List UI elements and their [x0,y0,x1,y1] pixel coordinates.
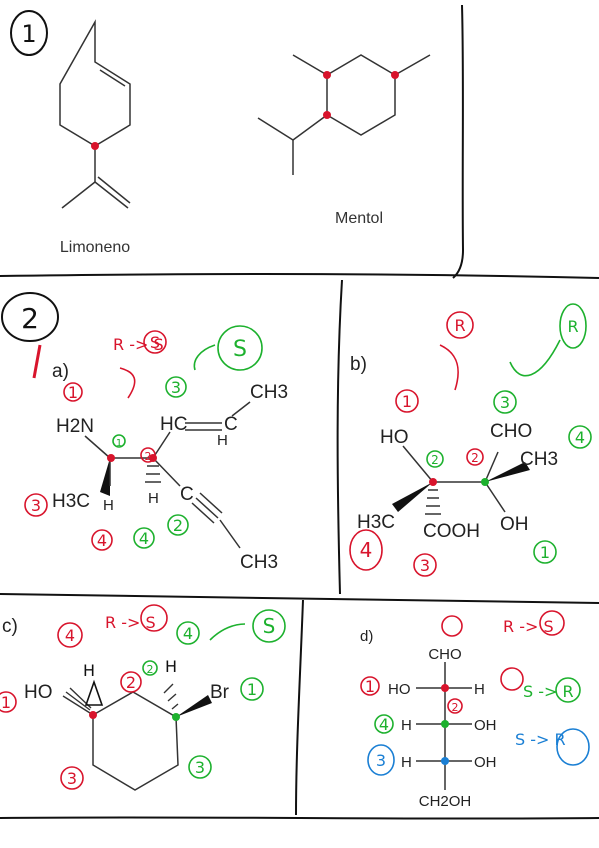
atom-hc: HC [160,414,187,435]
atom-c-h1: H [83,661,95,680]
atom-c-h2: H [165,657,177,676]
note-c-g2: 2 [147,663,154,676]
note-d-s-to-r-blue: S -> R [515,730,566,749]
panel-b-center-2 [481,478,489,486]
atom-d-ho: HO [388,681,411,698]
note-a-g3: 3 [171,378,181,397]
panel-d-center-3 [441,757,449,765]
limoneno-stereocenter-dot [91,142,99,150]
part-1-number: 1 [10,10,48,56]
note-b-n3: 3 [420,556,430,575]
note-d-n2: 2 [452,701,459,714]
atom-d-cho: CHO [428,646,461,663]
note-c-g3: 3 [195,758,205,777]
atom-b-ho: HO [380,427,409,448]
note-b-n4: 4 [360,538,373,562]
panel-b-center-1 [429,478,437,486]
note-c-n4: 4 [65,626,75,645]
note-b-g2: 2 [431,453,439,467]
atom-c-top: C [224,414,238,435]
note-a-g2: 2 [173,516,183,535]
note-b-g3: 3 [500,393,510,412]
note-d-n1: 1 [365,677,375,696]
panel-d: d) CHO HO H H OH H OH CH2OH R -> S S -> … [360,610,590,810]
mentol-structure [257,54,431,175]
panel-c-label: c) [2,616,18,637]
mentol-stereocenter-dot-3 [391,71,399,79]
atom-ch3-bottom: CH3 [240,552,278,573]
note-b-n1: 1 [402,392,412,411]
mentol-stereocenter-dot-1 [323,71,331,79]
atom-h-top: H [217,432,228,449]
panel-d-center-1 [441,684,449,692]
atom-h-left: H [103,497,114,514]
atom-h2n: H2N [56,416,94,437]
atom-c-br: Br [210,682,230,703]
note-b-n2: 2 [471,451,479,465]
atom-h3c: H3C [52,491,90,512]
panel-d-center-2 [441,720,449,728]
note-s-green: S [233,337,247,362]
panel-dividers [0,4,599,820]
atom-c-ho: HO [24,682,53,703]
note-a-g1: 1 [116,438,122,449]
atom-d-h3: H [401,754,412,771]
note-b-g1: 1 [540,543,550,562]
note-c-r-to-s: R -> S [105,613,156,632]
note-a-n1: 1 [68,383,78,402]
mentol-stereocenter-dot-2 [323,111,331,119]
note-d-n3: 3 [376,751,386,770]
note-r-to-s: R -> S [113,335,164,354]
panel-a-center-1 [107,454,115,462]
panel-a: a) H2N HC CH3 H C H3C H H C CH3 R -> S S [24,325,288,573]
atom-b-h3c: H3C [357,512,395,533]
note-a-n2: 2 [145,450,152,463]
note-d-n4: 4 [379,715,389,734]
note-s-red: S [150,333,160,352]
atom-d-oh3: OH [474,754,497,771]
atom-d-h2: H [401,717,412,734]
note-a-n3: 3 [31,496,41,515]
atom-ch3-top: CH3 [250,382,288,403]
note-d-s-to-r-green: S -> R [523,682,574,701]
atom-d-oh2: OH [474,717,497,734]
note-c-g1: 1 [247,680,257,699]
panel-b: b) HO CHO CH3 H3C COOH OH R R 1 2 3 4 1 … [349,303,592,577]
note-c-n2: 2 [126,673,136,692]
panel-a-label: a) [52,361,69,382]
note-b-r-red: R [454,316,465,335]
part-1-number-text: 1 [21,20,36,48]
mentol-label: Mentol [335,210,383,227]
panel-c-center-2 [172,713,180,721]
atom-h-right: H [148,490,159,507]
note-a-g4: 4 [139,529,149,548]
limoneno-structure [59,19,131,209]
atom-b-oh: OH [500,514,529,535]
note-c-s-green: S [263,614,276,638]
atom-d-ch2oh: CH2OH [419,793,472,810]
note-b-g4: 4 [575,428,585,447]
part-2-number-text: 2 [21,302,39,335]
atom-d-h1: H [474,681,485,698]
limoneno-label: Limoneno [60,239,130,256]
note-a-n4: 4 [97,531,107,550]
panel-d-label: d) [360,628,373,645]
atom-b-ch3: CH3 [520,449,558,470]
panel-c: c) HO Br H H R -> S S 1 2 3 4 1 2 3 4 [0,604,286,791]
panel-b-label: b) [350,354,367,375]
note-d-r-to-s: R -> S [503,617,554,636]
note-b-r-green: R [567,317,578,336]
panel-c-center-1 [89,711,97,719]
atom-b-cooh: COOH [423,521,480,542]
note-c-g4: 4 [183,624,193,643]
atom-c-alkyne: C [180,484,194,505]
note-c-n1: 1 [1,693,11,712]
atom-b-cho: CHO [490,421,532,442]
part-2-number: 2 [1,292,59,379]
note-c-n3: 3 [67,769,77,788]
